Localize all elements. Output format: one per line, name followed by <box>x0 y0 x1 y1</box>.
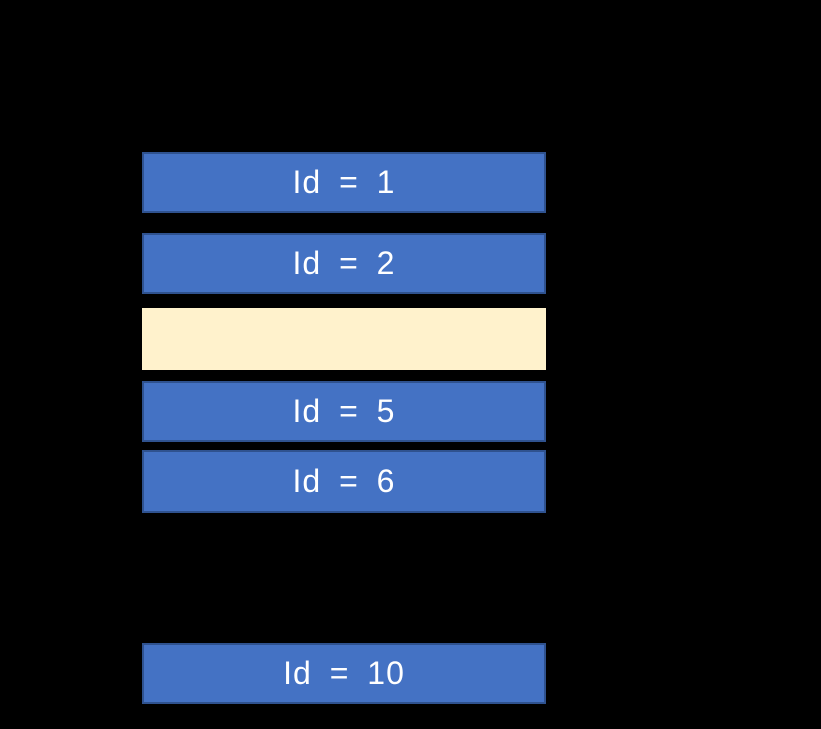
record-bar-id-10: Id = 10 <box>142 643 546 704</box>
record-bar-label: Id = 10 <box>283 655 405 691</box>
record-bar-label: Id = 2 <box>292 245 396 281</box>
record-bar-label: Id = 6 <box>292 463 396 499</box>
record-bar-id-1: Id = 1 <box>142 152 546 213</box>
record-bar-highlighted-empty <box>142 308 546 370</box>
record-bar-label: Id = 1 <box>292 164 396 200</box>
record-bar-id-5: Id = 5 <box>142 381 546 442</box>
record-bar-id-6: Id = 6 <box>142 450 546 513</box>
record-bar-label: Id = 5 <box>292 393 396 429</box>
record-bar-id-2: Id = 2 <box>142 233 546 294</box>
